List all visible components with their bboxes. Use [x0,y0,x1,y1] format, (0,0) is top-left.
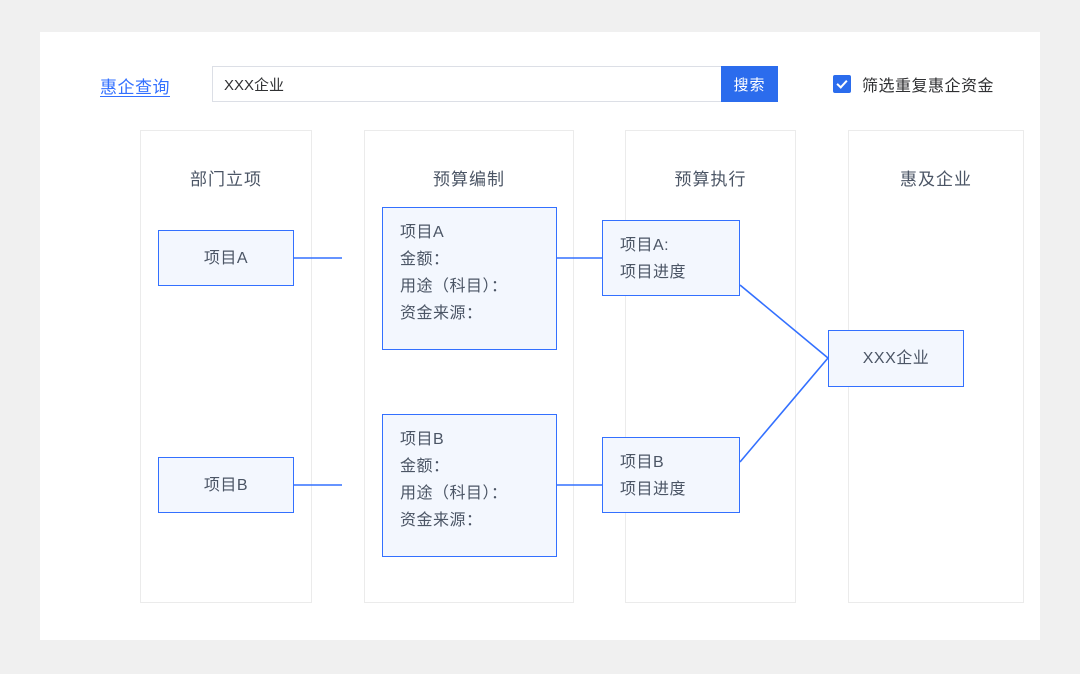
node-project-a-department[interactable]: 项目A [158,230,294,286]
node-project-a-execution[interactable]: 项目A: 项目进度 [602,220,740,296]
column-title-enterprise: 惠及企业 [900,170,972,189]
node-project-b-execution[interactable]: 项目B 项目进度 [602,437,740,513]
node-line: 项目A [400,224,445,241]
flow-diagram: 部门立项 预算编制 预算执行 惠及企业 项目A 项目B [40,32,1040,640]
node-line: 项目A: [620,237,670,254]
node-line: 资金来源： [400,512,483,529]
node-line: 项目进度 [620,264,687,281]
node-project-b-department[interactable]: 项目B [158,457,294,513]
filter-duplicate-checkbox-label: 筛选重复惠企资金 [862,78,995,95]
filter-duplicate-checkbox-group[interactable]: 筛选重复惠企资金 [833,72,994,96]
column-title-execution: 预算执行 [674,170,747,189]
link-exec-b-to-enterprise [739,357,829,463]
search-button[interactable]: 搜索 [721,66,778,102]
node-label: XXX企业 [862,350,930,367]
node-line: 用途（科目）： [400,485,508,502]
node-label: 项目A [203,249,249,267]
node-enterprise[interactable]: XXX企业 [828,330,964,387]
search-input[interactable] [212,66,721,102]
search-bar: 惠企查询 搜索 筛选重复惠企资金 [100,66,1020,102]
hui-qi-query-link[interactable]: 惠企查询 [100,78,170,97]
node-line: 资金来源： [400,305,483,322]
node-label: 项目B [203,476,249,494]
node-line: 金额： [400,251,450,268]
main-card: 惠企查询 搜索 筛选重复惠企资金 部门立项 预算编制 预算执行 惠及企业 [40,32,1040,640]
node-project-b-budget[interactable]: 项目B 金额： 用途（科目）： 资金来源： [382,414,557,557]
node-line: 项目B [400,431,445,448]
check-icon[interactable] [833,75,851,93]
node-line: 项目B [620,454,665,471]
search-input-group: 搜索 [212,66,778,102]
node-line: 用途（科目）： [400,278,508,295]
column-execution: 预算执行 [625,130,796,603]
column-department: 部门立项 [140,130,312,603]
node-project-a-budget[interactable]: 项目A 金额： 用途（科目）： 资金来源： [382,207,557,350]
column-title-department: 部门立项 [190,170,262,189]
node-line: 金额： [400,458,450,475]
column-title-budgeting: 预算编制 [433,170,505,189]
node-line: 项目进度 [620,481,687,498]
link-exec-a-to-enterprise [739,284,829,359]
